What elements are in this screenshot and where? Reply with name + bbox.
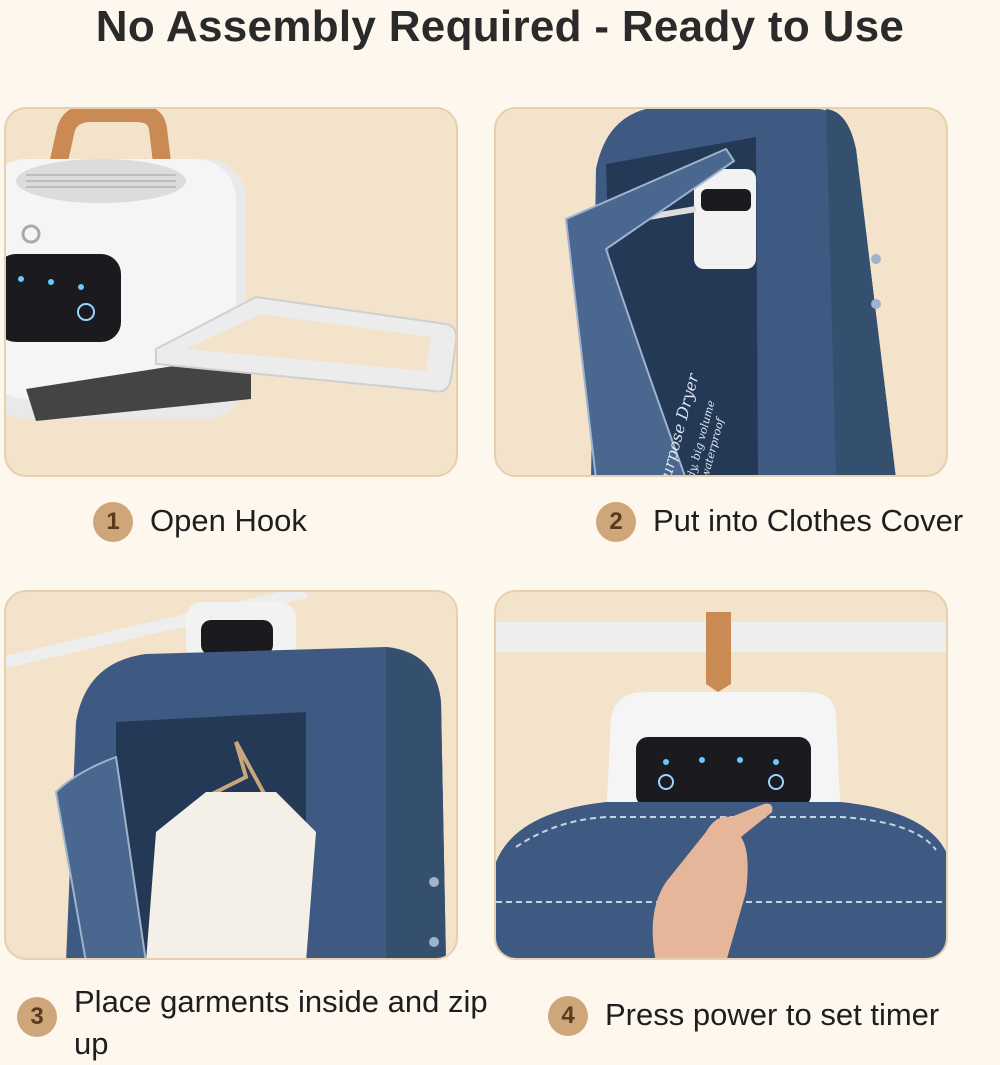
step-1-image [4, 107, 458, 477]
step-4-number-badge: 4 [548, 996, 588, 1036]
step-2-label: Put into Clothes Cover [653, 503, 964, 538]
step-2-number-badge: 2 [596, 502, 636, 542]
step-4-caption: 4 Press power to set timer [548, 994, 939, 1036]
step-1-label: Open Hook [150, 503, 307, 538]
step-4-label: Press power to set timer [605, 997, 940, 1032]
page-title: No Assembly Required - Ready to Use [95, 2, 905, 51]
step-2-caption: 2 Put into Clothes Cover [596, 500, 963, 542]
press-power-illustration [496, 612, 946, 958]
dryer-in-cover-illustration: urpose Dryer dy, big volume waterproof [564, 109, 896, 475]
garments-inside-illustration [6, 592, 446, 958]
step-3-number-badge: 3 [17, 997, 57, 1037]
step-4-image [494, 590, 948, 960]
step-3-label: Place garments inside and zip up [74, 984, 488, 1061]
dryer-open-hook-illustration [6, 109, 456, 421]
step-3-image [4, 590, 458, 960]
step-1-caption: 1 Open Hook [93, 500, 307, 542]
step-3-caption: 3 Place garments inside and zip up [17, 981, 497, 1065]
step-1-number-badge: 1 [93, 502, 133, 542]
step-2-image: urpose Dryer dy, big volume waterproof [494, 107, 948, 477]
